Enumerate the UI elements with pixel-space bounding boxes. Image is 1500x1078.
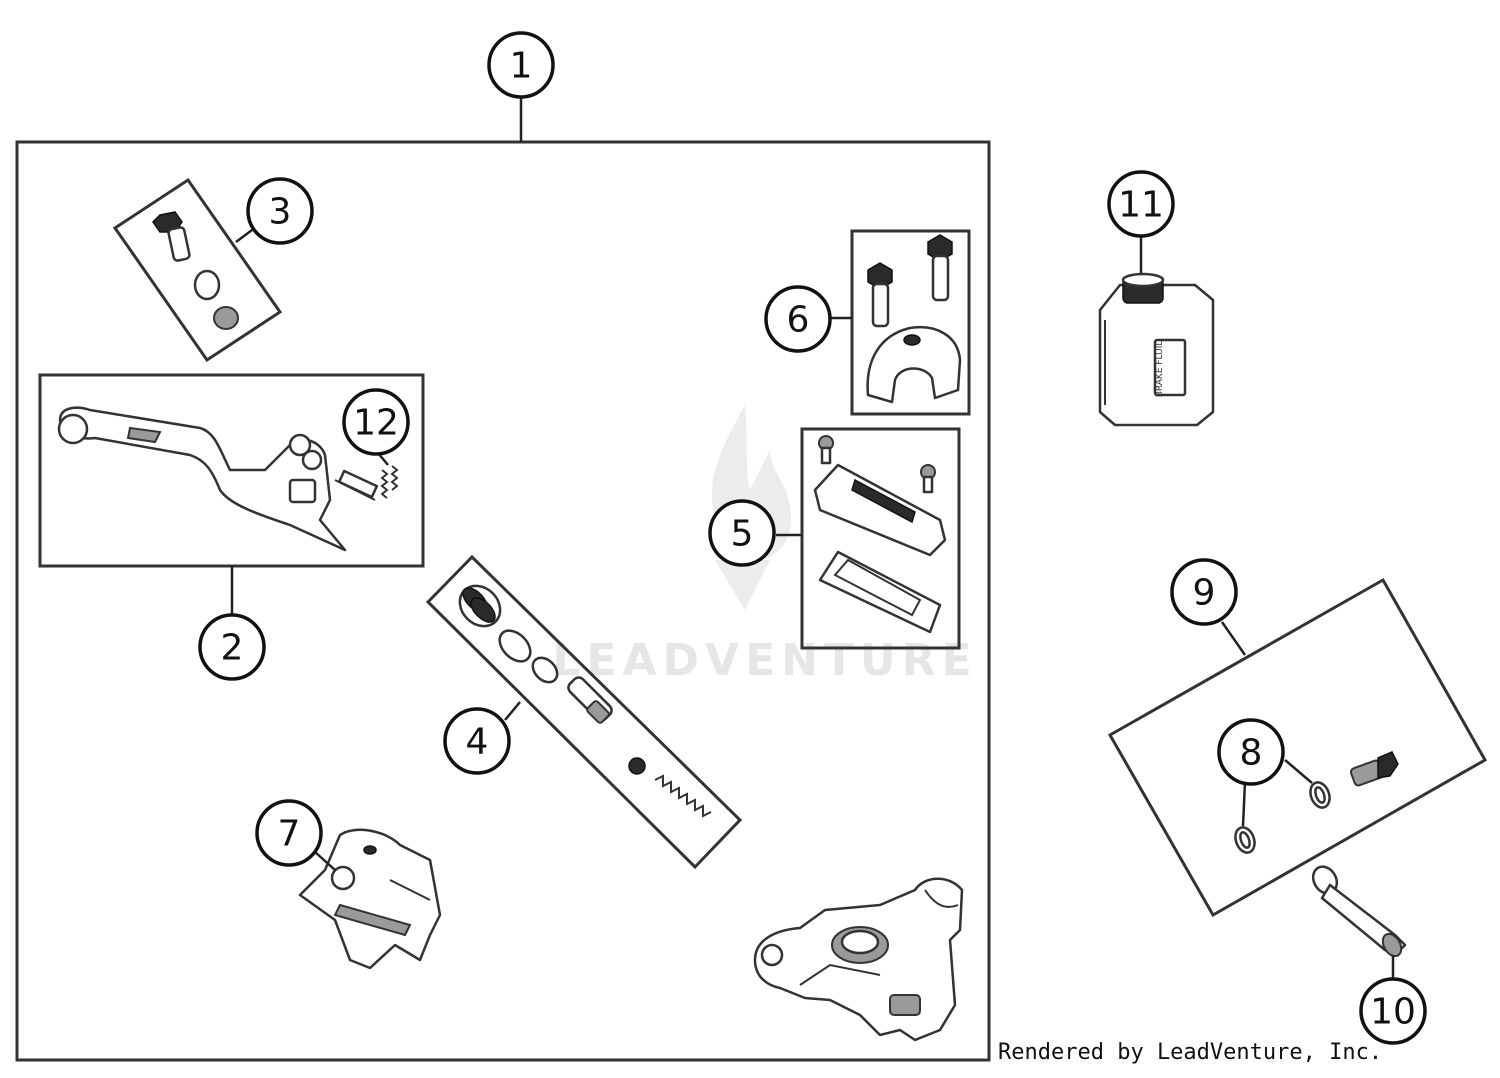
part-4-box <box>425 554 743 870</box>
part-4-retainer <box>628 757 646 775</box>
part-5-screw-1 <box>818 435 834 465</box>
callout-6: 6 <box>764 285 832 353</box>
part-3-nut <box>213 306 239 330</box>
part-2-lever-ball <box>57 413 89 445</box>
leader-8a <box>1241 781 1247 827</box>
part-3-bolt-shank <box>167 226 191 262</box>
watermark-text: LEADVENTURE <box>552 635 977 686</box>
banjo-bolt <box>1349 751 1399 787</box>
part-8-washer-1 <box>1234 826 1256 854</box>
part-3-bushing <box>193 269 221 301</box>
part-11-group: BRAKE FLUID <box>1098 235 1215 427</box>
brake-fluid-bottle-icon: BRAKE FLUID <box>1098 272 1215 427</box>
callout-2: 2 <box>198 613 266 681</box>
callout-11: 11 <box>1107 170 1175 238</box>
part-6-clamp <box>866 325 962 404</box>
part-12-spring <box>380 465 399 499</box>
callout-10: 10 <box>1359 977 1427 1045</box>
part-6-box <box>850 229 971 416</box>
callout-4-label: 4 <box>466 722 489 763</box>
credit-text: Rendered by LeadVenture, Inc. <box>998 1040 1383 1065</box>
part-4-boot <box>458 584 502 628</box>
part-5-diaphragm <box>818 550 942 634</box>
part-4-seal-1 <box>498 629 532 663</box>
part-4-piston <box>567 676 613 724</box>
part-6-bolt-head-2 <box>927 234 953 262</box>
callout-5: 5 <box>708 499 776 567</box>
callout-11-label: 11 <box>1118 185 1164 226</box>
leader-3 <box>235 229 253 243</box>
callout-3: 3 <box>246 177 314 245</box>
callout-3-label: 3 <box>269 192 292 233</box>
master-cylinder-body <box>753 877 964 1042</box>
leader-7 <box>314 851 336 871</box>
part-4-spring <box>654 774 712 818</box>
callout-1-label: 1 <box>510 46 533 87</box>
leader-8b <box>1284 759 1313 784</box>
part-6-group <box>830 229 971 416</box>
leader-4 <box>504 701 521 721</box>
callout-1: 1 <box>487 31 555 99</box>
callout-9: 9 <box>1170 558 1238 626</box>
part-9-group <box>1107 577 1488 918</box>
part-6-bolt-shank-1 <box>871 282 890 328</box>
banjo-fitting-icon <box>1311 865 1407 958</box>
callout-9-label: 9 <box>1193 573 1216 614</box>
part-8-washer-2 <box>1309 781 1331 809</box>
part-6-bolt-head-1 <box>867 262 893 290</box>
part-10-group <box>1311 865 1407 980</box>
callout-8: 8 <box>1217 718 1285 786</box>
part-7-group <box>298 828 442 970</box>
callout-7: 7 <box>255 799 323 867</box>
callout-4: 4 <box>443 707 511 775</box>
callout-12-label: 12 <box>353 403 399 444</box>
part-9-box <box>1107 577 1488 918</box>
callout-2-label: 2 <box>221 628 244 669</box>
part-2-group <box>38 373 425 615</box>
fluid-label: BRAKE FLUID <box>1155 339 1165 398</box>
part-4-seal-2 <box>531 656 559 684</box>
part-4-group <box>425 554 743 870</box>
part-3-box <box>112 177 283 363</box>
part-5-box <box>800 427 961 650</box>
callout-6-label: 6 <box>787 300 810 341</box>
part-2-pivot <box>288 433 312 457</box>
callout-12: 12 <box>342 388 410 456</box>
callout-10-label: 10 <box>1370 992 1416 1033</box>
part-3-group <box>112 177 283 363</box>
leader-9 <box>1220 621 1247 656</box>
callout-8-label: 8 <box>1240 733 1263 774</box>
kit-frame <box>15 140 991 1062</box>
callout-5-label: 5 <box>731 514 754 555</box>
part-5-screw-2 <box>920 464 936 494</box>
part-2-lever <box>58 406 347 552</box>
callout-7-label: 7 <box>278 814 301 855</box>
part-5-cover <box>813 463 947 557</box>
part-6-bolt-shank-2 <box>931 254 950 302</box>
part-5-group <box>776 427 961 650</box>
